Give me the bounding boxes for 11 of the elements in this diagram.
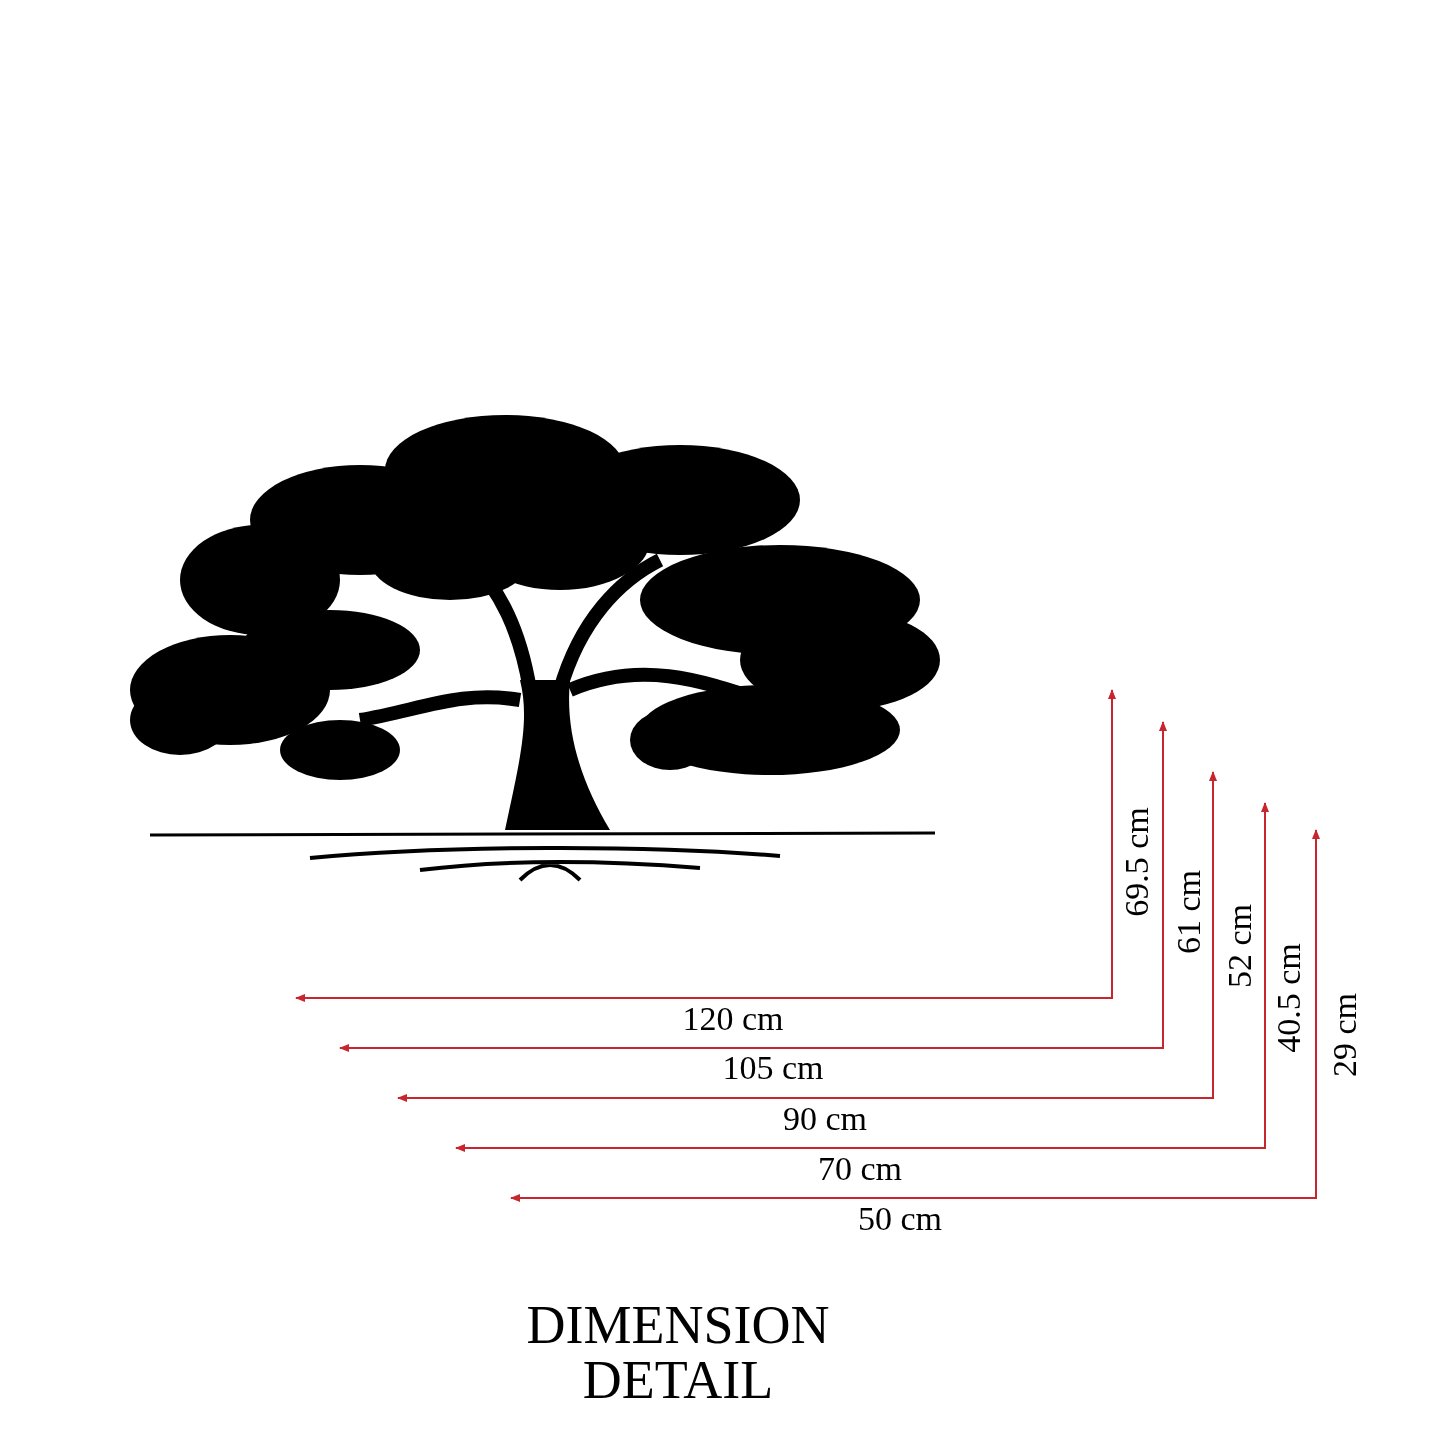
dimension-label: 52 cm [1223,904,1257,988]
dimension-label: 120 cm [682,1002,784,1036]
dimension-label: 50 cm [858,1202,942,1236]
dimension-label: 40.5 cm [1272,943,1306,1053]
dimension-label: 29 cm [1328,993,1362,1077]
dimension-label: 61 cm [1172,870,1206,954]
dimension-label: 90 cm [783,1102,867,1136]
dimension-label: 105 cm [722,1051,824,1085]
title: DIMENSION DETAIL [525,1298,831,1409]
dimension-label: 70 cm [818,1152,902,1186]
dimension-label: 69.5 cm [1120,807,1154,917]
